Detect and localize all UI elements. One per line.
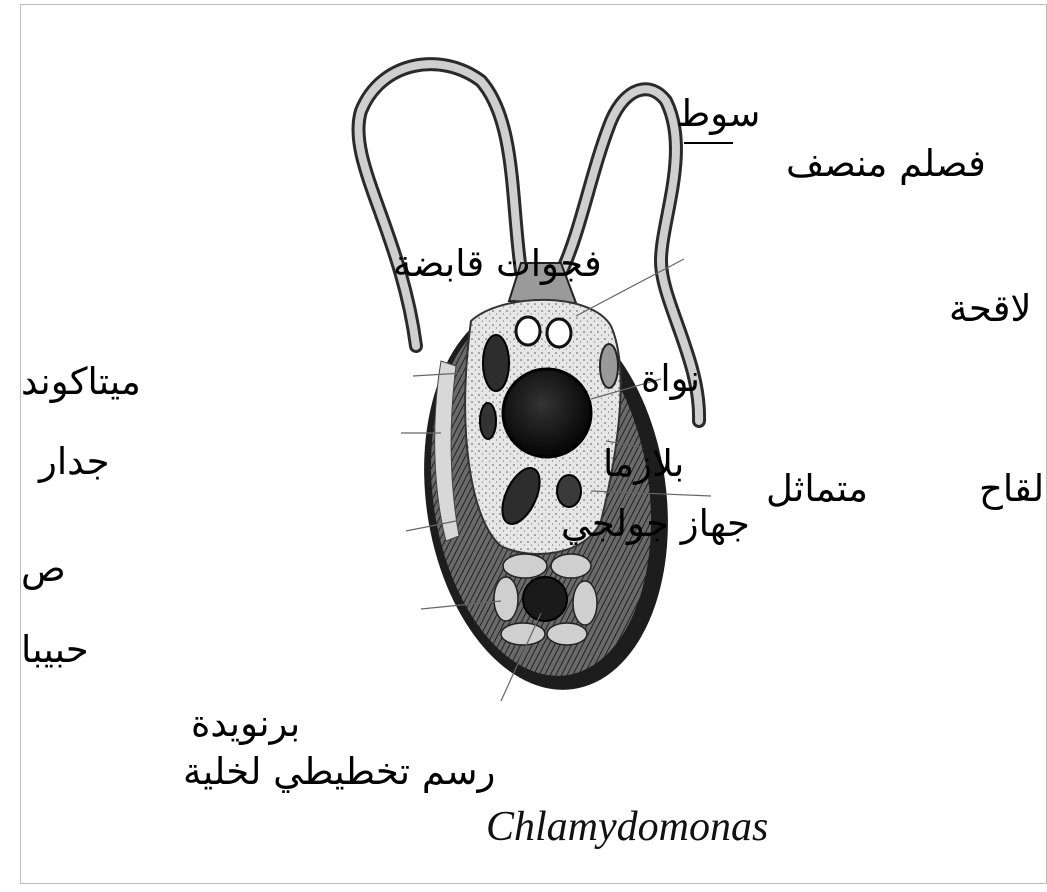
label-contractile-vacuoles: فجوات قابضة: [393, 245, 602, 282]
label-wall: جدار: [39, 443, 109, 480]
caption-species: Chlamydomonas: [486, 803, 768, 851]
label-half-lobe: فصلم منصف: [786, 145, 986, 182]
nucleus: [503, 369, 591, 457]
flagellum-left: [358, 64, 521, 346]
label-isogamous: متماثل: [766, 470, 868, 507]
label-granules: حبيبا: [21, 631, 89, 668]
cell-illustration: [21, 5, 1047, 884]
pyrenoid: [523, 577, 567, 621]
label-fertilization: لقاح: [979, 470, 1044, 507]
label-golgi: جهاز جولجي: [561, 505, 750, 542]
label-flagellum: سوط: [676, 95, 760, 132]
label-partial-left: ص: [21, 550, 66, 587]
figure-frame: سوط فصلم منصف فجوات قابضة لاقحة ميتاكوند…: [20, 4, 1047, 884]
contractile-vacuole-right: [547, 319, 571, 347]
label-cell-schematic: رسم تخطيطي لخلية: [183, 753, 495, 790]
label-nucleus: نواة: [641, 360, 700, 397]
mitochondrion-1: [483, 335, 509, 391]
label-plasma: بلازما: [603, 445, 684, 482]
label-pyrenoid: برنويدة: [191, 705, 300, 742]
label-mitochondria: ميتاكوند: [21, 363, 141, 400]
organelle-right: [600, 344, 618, 388]
label-lacuna: لاقحة: [949, 290, 1032, 327]
contractile-vacuole-left: [516, 317, 540, 345]
mitochondrion-2: [480, 403, 496, 439]
